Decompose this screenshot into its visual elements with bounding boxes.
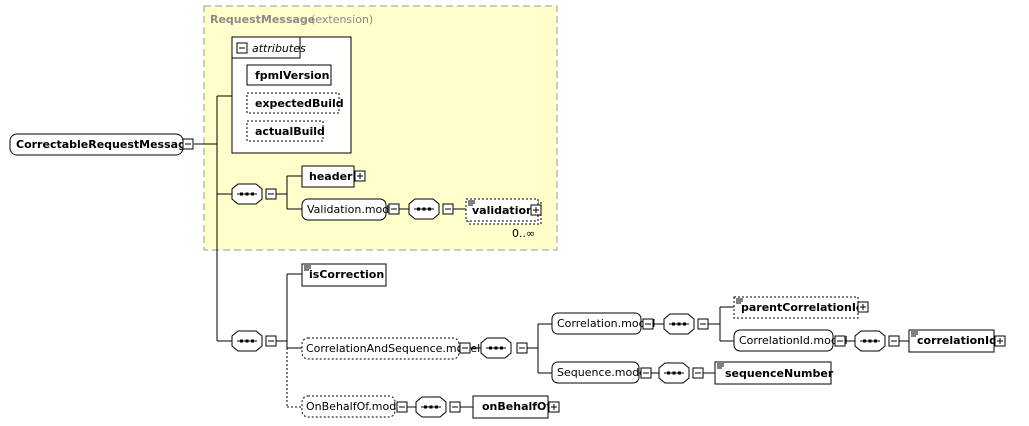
extension-name: RequestMessage xyxy=(210,13,315,26)
onbehalfof-label: onBehalfOf xyxy=(482,400,551,413)
sequence-compositor[interactable] xyxy=(663,313,709,335)
correlationid-element[interactable]: correlationId xyxy=(908,329,1006,353)
collapse-icon[interactable] xyxy=(449,401,461,413)
collapse-icon[interactable] xyxy=(640,367,652,379)
correlation-and-sequence-model-label: CorrelationAndSequence.model xyxy=(306,342,480,355)
collapse-icon[interactable] xyxy=(265,335,277,347)
extension-kind: (extension) xyxy=(311,13,373,26)
validation-element[interactable]: validation 0..∞ xyxy=(465,198,542,240)
sequencenumber-element[interactable]: sequenceNumber xyxy=(714,361,834,385)
expand-icon[interactable] xyxy=(857,301,869,313)
collapse-icon[interactable] xyxy=(388,203,400,215)
correlation-model-group[interactable]: Correlation.model xyxy=(551,312,655,335)
onbehalfof-model-label: OnBehalfOf.model xyxy=(306,400,406,413)
sequence-model-group[interactable]: Sequence.model xyxy=(551,361,652,384)
attribute-fpmlversion[interactable]: fpmlVersion xyxy=(255,69,329,82)
collapse-icon[interactable] xyxy=(265,188,277,200)
sequence-compositor[interactable] xyxy=(231,183,277,205)
parentcorrelationid-label: parentCorrelationId xyxy=(741,301,864,314)
sequence-compositor[interactable] xyxy=(408,198,454,220)
collapse-icon[interactable] xyxy=(236,42,248,54)
onbehalfof-element[interactable]: onBehalfOf xyxy=(472,395,560,419)
correlationid-model-label: CorrelationId.model xyxy=(739,334,848,347)
sequence-model-label: Sequence.model xyxy=(557,366,649,379)
validation-model-group[interactable]: Validation.model xyxy=(301,198,400,221)
attribute-actualbuild[interactable]: actualBuild xyxy=(255,125,325,138)
validation-cardinality: 0..∞ xyxy=(512,227,535,240)
sequence-compositor[interactable] xyxy=(658,362,704,384)
header-element[interactable]: header xyxy=(301,165,366,188)
collapse-icon[interactable] xyxy=(834,335,846,347)
iscorrection-label: isCorrection xyxy=(309,268,384,281)
sequence-compositor[interactable] xyxy=(231,330,277,352)
root-element[interactable]: CorrectableRequestMessage xyxy=(9,133,194,156)
correlationid-label: correlationId xyxy=(917,334,997,347)
expand-icon[interactable] xyxy=(354,170,366,182)
expand-icon[interactable] xyxy=(530,204,542,216)
correlation-and-sequence-model-group[interactable]: CorrelationAndSequence.model xyxy=(301,337,480,360)
collapse-icon[interactable] xyxy=(888,335,900,347)
attributes-title: attributes xyxy=(252,42,306,55)
sequence-compositor[interactable] xyxy=(415,396,461,418)
collapse-icon[interactable] xyxy=(516,342,528,354)
collapse-icon[interactable] xyxy=(442,203,454,215)
parentcorrelationid-element[interactable]: parentCorrelationId xyxy=(733,296,869,319)
collapse-icon[interactable] xyxy=(697,318,709,330)
sequence-compositor[interactable] xyxy=(480,337,528,359)
correlationid-model-group[interactable]: CorrelationId.model xyxy=(733,329,848,352)
correlation-model-label: Correlation.model xyxy=(557,317,655,330)
iscorrection-element[interactable]: isCorrection xyxy=(301,263,387,287)
header-label: header xyxy=(309,170,353,183)
collapse-icon[interactable] xyxy=(692,367,704,379)
collapse-icon[interactable] xyxy=(642,318,654,330)
validation-label: validation xyxy=(472,204,534,217)
expand-icon[interactable] xyxy=(994,335,1006,347)
collapse-icon[interactable] xyxy=(459,342,471,354)
expand-icon[interactable] xyxy=(548,401,560,413)
sequencenumber-label: sequenceNumber xyxy=(725,367,834,380)
attribute-expectedbuild[interactable]: expectedBuild xyxy=(255,97,344,110)
collapse-icon[interactable] xyxy=(396,401,408,413)
sequence-compositor[interactable] xyxy=(854,330,900,352)
collapse-icon[interactable] xyxy=(182,138,194,150)
attributes-group: attributes fpmlVersion expectedBuild act… xyxy=(231,36,352,154)
connector-lines xyxy=(194,95,909,408)
root-element-label: CorrectableRequestMessage xyxy=(16,138,193,151)
onbehalfof-model-group[interactable]: OnBehalfOf.model xyxy=(301,395,408,418)
validation-model-label: Validation.model xyxy=(307,203,399,216)
